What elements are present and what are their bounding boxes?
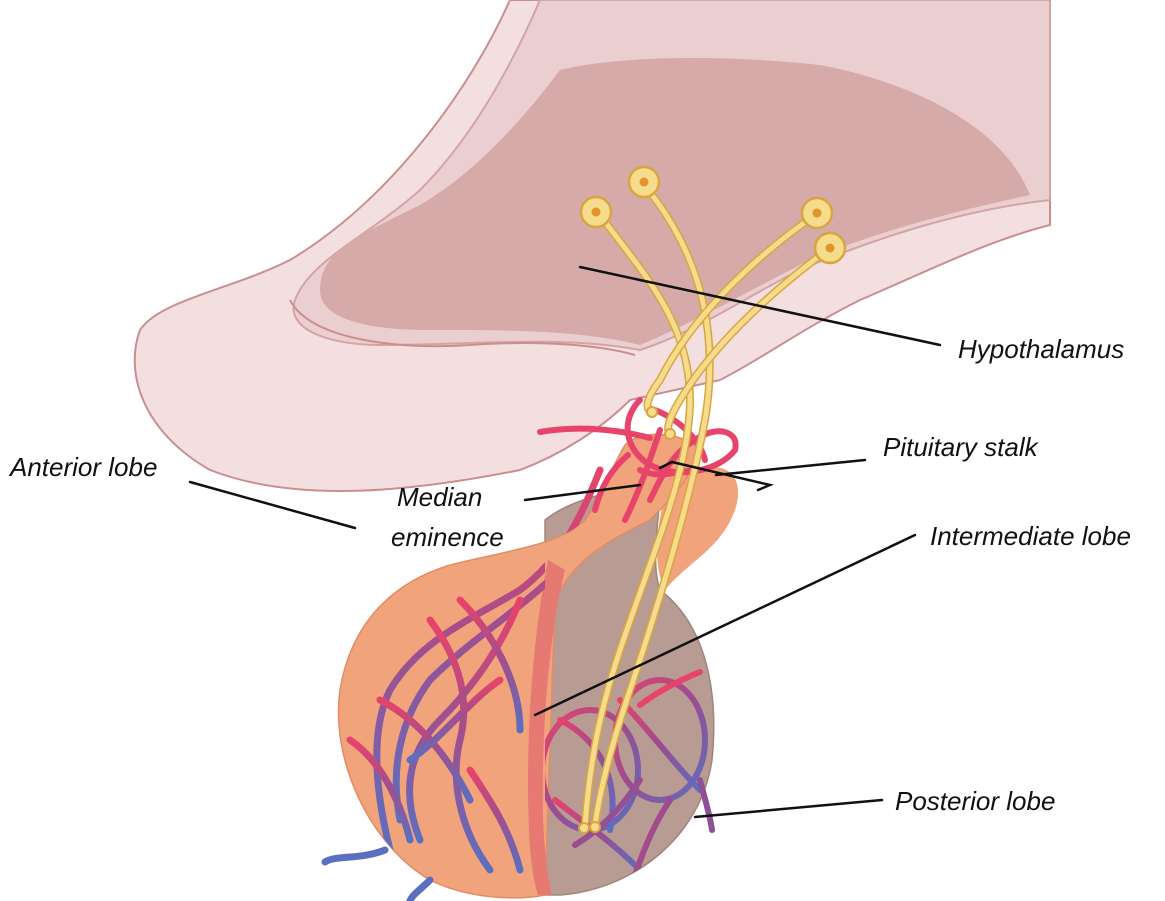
label-median-eminence-line2: eminence [391,522,504,552]
posterior-lobe-leader [695,800,882,817]
label-anterior-lobe: Anterior lobe [8,452,157,482]
pituitary-stalk-leader [716,460,865,475]
label-intermediate-lobe: Intermediate lobe [930,521,1131,551]
label-pituitary-stalk: Pituitary stalk [883,432,1040,462]
brain-tissue [135,0,1050,491]
label-hypothalamus: Hypothalamus [958,334,1124,364]
label-median-eminence-line1: Median [397,482,482,512]
label-posterior-lobe: Posterior lobe [895,786,1055,816]
hypothalamus-region [320,58,1030,345]
